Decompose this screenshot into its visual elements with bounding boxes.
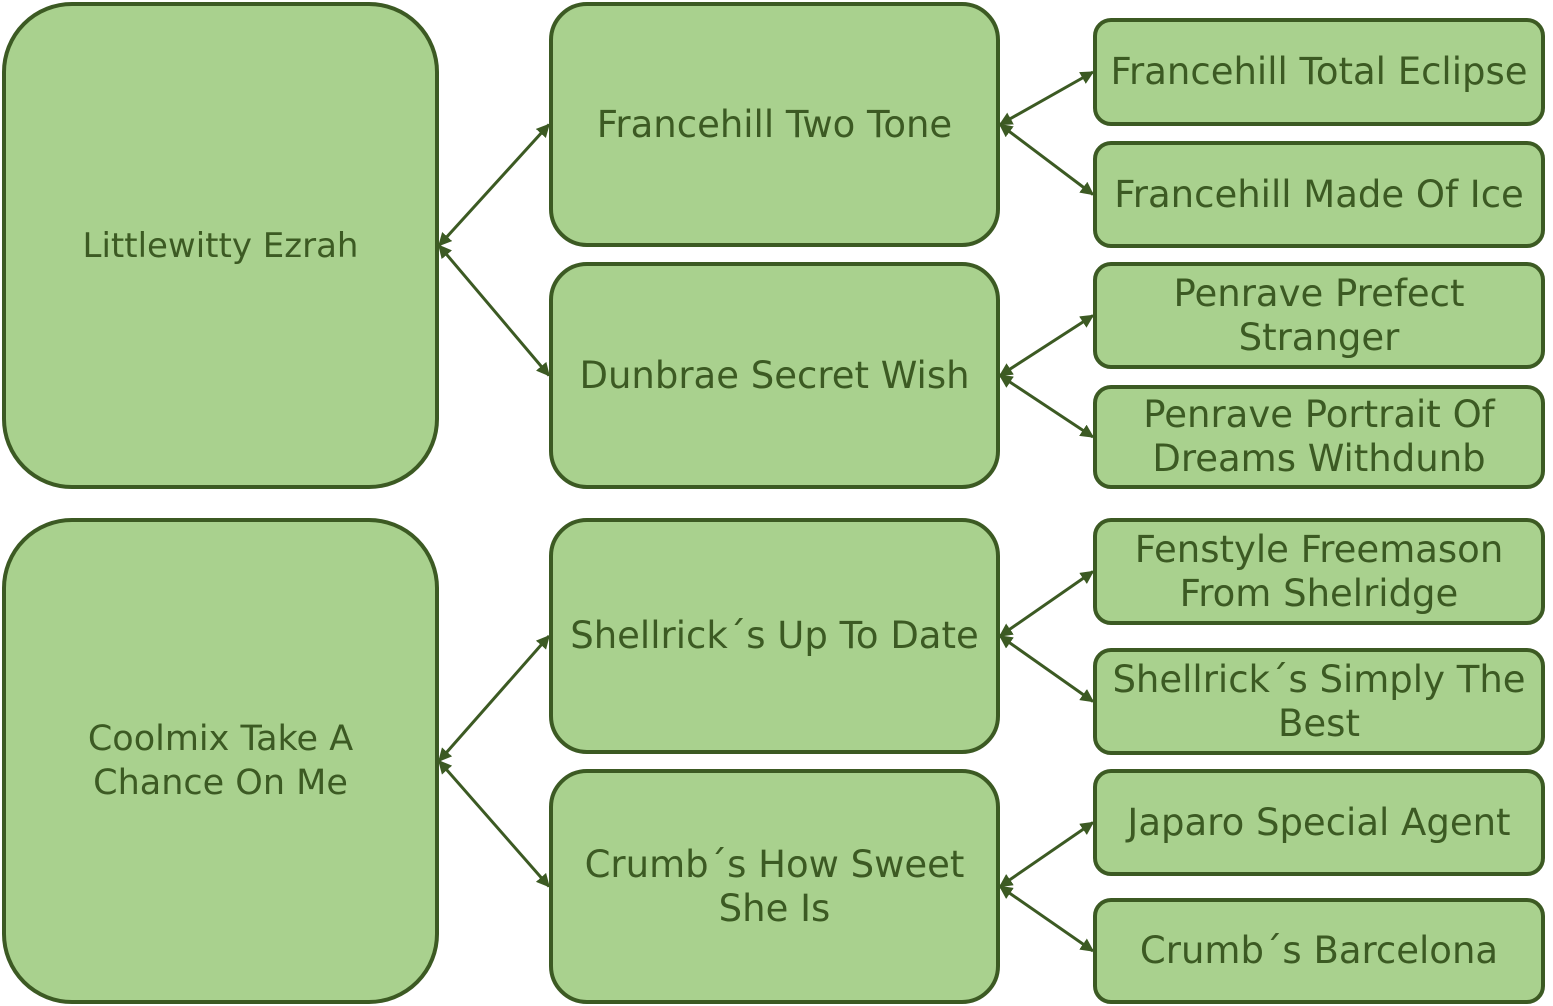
- pedigree-box-great-grandparent: Francehill Made Of Ice: [1093, 141, 1545, 248]
- connector-arrow: [998, 314, 1095, 377]
- connector-arrow: [998, 821, 1095, 888]
- great-grandparent-name: Penrave Prefect Stranger: [1173, 271, 1465, 359]
- connector-arrow: [998, 885, 1095, 953]
- great-grandparent-name: Crumb´s Barcelona: [1139, 929, 1499, 972]
- pedigree-box-dam: Coolmix Take A Chance On Me: [2, 518, 439, 1004]
- dam-name: Coolmix Take A Chance On Me: [87, 719, 354, 803]
- connector-arrow: [998, 634, 1095, 703]
- paternal-grandsire-name: Francehill Two Tone: [596, 102, 953, 146]
- connector-arrow: [437, 759, 551, 888]
- pedigree-box-great-grandparent: Penrave Portrait Of Dreams Withdunb: [1093, 385, 1545, 489]
- paternal-granddam-name: Dunbrae Secret Wish: [579, 353, 970, 397]
- pedigree-box-great-grandparent: Crumb´s Barcelona: [1093, 898, 1545, 1004]
- pedigree-box-great-grandparent: Japaro Special Agent: [1093, 769, 1545, 876]
- connector-arrow: [437, 634, 551, 763]
- pedigree-box-paternal-grandsire: Francehill Two Tone: [549, 2, 1000, 247]
- great-grandparent-name: Japaro Special Agent: [1127, 800, 1511, 844]
- great-grandparent-name: Fenstyle Freemason From Shelridge: [1134, 527, 1504, 615]
- connector-arrow: [998, 374, 1095, 439]
- pedigree-box-maternal-grandsire: Shellrick´s Up To Date: [549, 518, 1000, 754]
- pedigree-box-great-grandparent: Shellrick´s Simply The Best: [1093, 648, 1545, 755]
- pedigree-box-great-grandparent: Francehill Total Eclipse: [1093, 18, 1545, 126]
- connector-arrow: [437, 244, 551, 377]
- great-grandparent-name: Francehill Made Of Ice: [1114, 172, 1524, 216]
- connector-arrow: [437, 123, 551, 247]
- connector-arrow: [998, 570, 1095, 638]
- great-grandparent-name: Penrave Portrait Of Dreams Withdunb: [1143, 393, 1495, 480]
- maternal-granddam-name: Crumb´s How Sweet She Is: [584, 842, 965, 930]
- maternal-grandsire-name: Shellrick´s Up To Date: [570, 614, 979, 657]
- connector-arrow: [998, 70, 1095, 126]
- pedigree-box-sire: Littlewitty Ezrah: [2, 2, 439, 489]
- pedigree-box-great-grandparent: Penrave Prefect Stranger: [1093, 262, 1545, 369]
- great-grandparent-name: Francehill Total Eclipse: [1110, 50, 1528, 93]
- sire-name: Littlewitty Ezrah: [82, 225, 359, 266]
- great-grandparent-name: Shellrick´s Simply The Best: [1112, 657, 1526, 745]
- pedigree-box-paternal-granddam: Dunbrae Secret Wish: [549, 262, 1000, 489]
- pedigree-box-maternal-granddam: Crumb´s How Sweet She Is: [549, 769, 1000, 1004]
- pedigree-box-great-grandparent: Fenstyle Freemason From Shelridge: [1093, 518, 1545, 625]
- connector-arrow: [998, 123, 1095, 196]
